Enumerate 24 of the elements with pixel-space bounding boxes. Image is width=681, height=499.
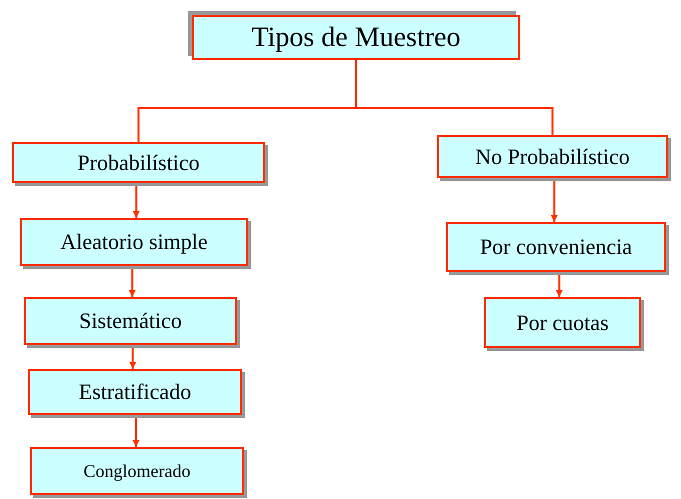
arrow (132, 415, 140, 447)
node-label: Conglomerado (84, 460, 190, 482)
arrow (556, 272, 563, 297)
node-label: Por conveniencia (480, 234, 632, 260)
node-label: Probabilístico (77, 150, 200, 176)
arrow (128, 266, 136, 297)
category-box (484, 297, 641, 348)
node-label: Tipos de Muestreo (252, 22, 460, 54)
category-box (30, 447, 244, 495)
category-box (446, 222, 666, 272)
arrow (132, 183, 140, 218)
category-box (437, 135, 668, 178)
arrow (550, 178, 558, 222)
node-label: Estratificado (78, 379, 192, 405)
connector-line (355, 60, 554, 135)
category-box (12, 142, 265, 183)
category-box (28, 369, 242, 415)
node-label: Sistemático (79, 308, 182, 334)
node-label: Aleatorio simple (60, 229, 208, 255)
arrow (129, 345, 136, 369)
node-label: No Probabilístico (475, 144, 630, 170)
category-box (24, 297, 237, 345)
category-box (20, 218, 248, 266)
node-label: Por cuotas (516, 310, 609, 336)
